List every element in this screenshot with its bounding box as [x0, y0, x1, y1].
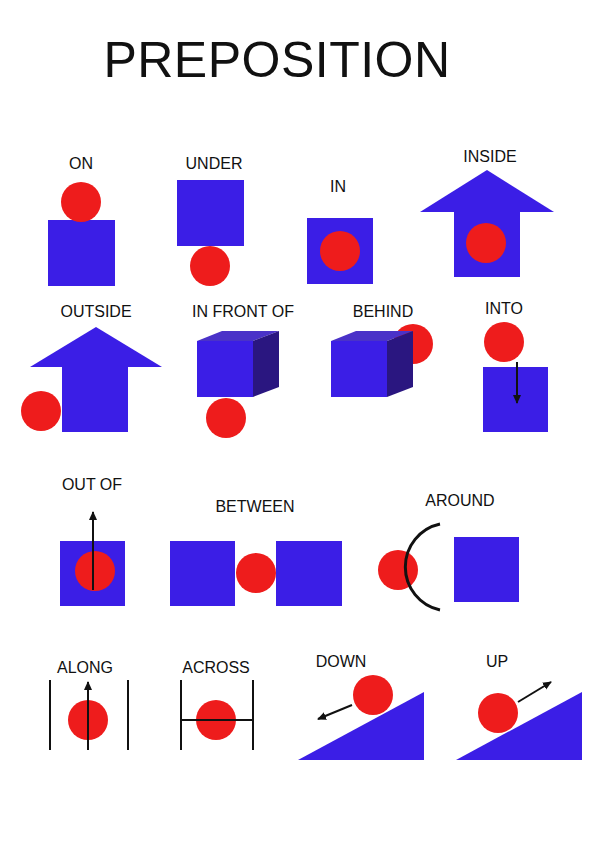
- preposition-label: INSIDE: [463, 149, 516, 165]
- page-title: PREPOSITION: [103, 35, 450, 85]
- preposition-label: OUT OF: [62, 477, 122, 493]
- preposition-label: AROUND: [425, 493, 494, 509]
- preposition-label: UNDER: [186, 156, 243, 172]
- preposition-label: INTO: [485, 301, 523, 317]
- preposition-label: UP: [486, 654, 508, 670]
- preposition-label: OUTSIDE: [60, 304, 131, 320]
- preposition-label: ALONG: [57, 660, 113, 676]
- preposition-label: BEHIND: [353, 304, 413, 320]
- preposition-label: IN FRONT OF: [192, 304, 294, 320]
- preposition-label: DOWN: [316, 654, 367, 670]
- preposition-label: ON: [69, 156, 93, 172]
- preposition-label: ACROSS: [182, 660, 250, 676]
- preposition-label: IN: [330, 179, 346, 195]
- preposition-label: BETWEEN: [215, 499, 294, 515]
